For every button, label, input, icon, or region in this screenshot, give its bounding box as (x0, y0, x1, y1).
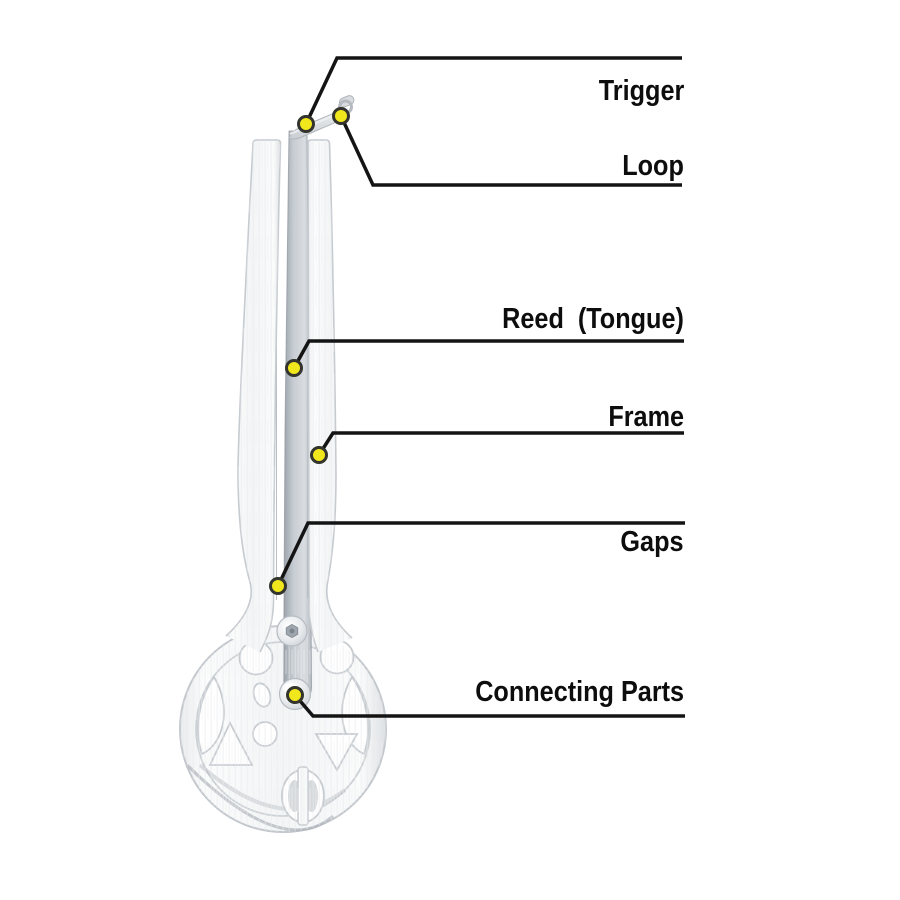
loop-marker-dot (332, 107, 350, 125)
hub-screw-center (289, 628, 295, 634)
loop-callout-line (339, 115, 682, 187)
reed-marker-dot (285, 359, 303, 377)
connecting-parts-marker-dot (286, 686, 304, 704)
reed-callout-line (292, 339, 684, 369)
callout-lines (276, 56, 685, 718)
trigger-marker-dot (297, 115, 315, 133)
callout-markers (269, 107, 350, 704)
gaps-marker-dot (269, 577, 287, 595)
frame-callout-line (317, 431, 684, 456)
frame-marker-dot (310, 446, 328, 464)
gaps-callout-line (276, 521, 685, 587)
trigger-callout-line (304, 56, 682, 125)
connecting-parts-callout-line (293, 693, 685, 718)
